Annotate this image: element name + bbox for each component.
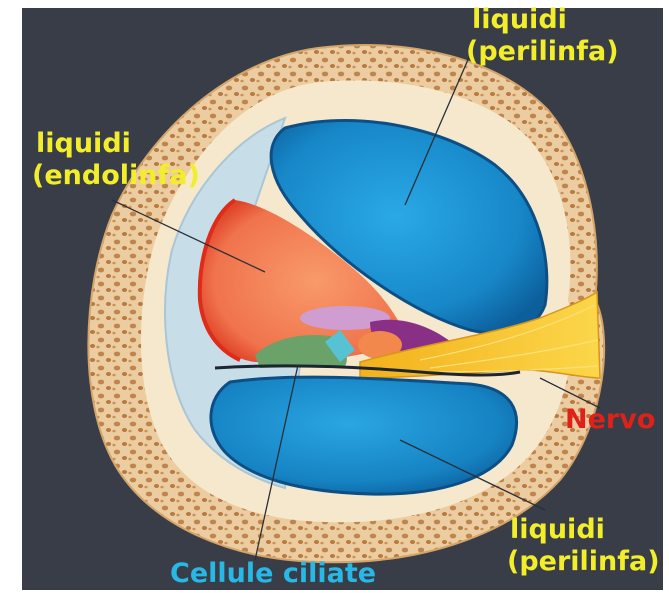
label-perilymph-bottom-line1: liquidi [510, 514, 605, 545]
label-perilymph-top-line1: liquidi [472, 4, 567, 35]
label-nerve: Nervo [565, 404, 655, 435]
label-perilymph-top-line2: (perilinfa) [466, 36, 619, 67]
label-endolymph-line2: (endolinfa) [32, 160, 200, 191]
label-perilymph-bottom-line2: (perilinfa) [507, 546, 660, 577]
label-endolymph-line1: liquidi [36, 128, 131, 159]
label-hair-cells: Cellule ciliate [170, 558, 376, 589]
